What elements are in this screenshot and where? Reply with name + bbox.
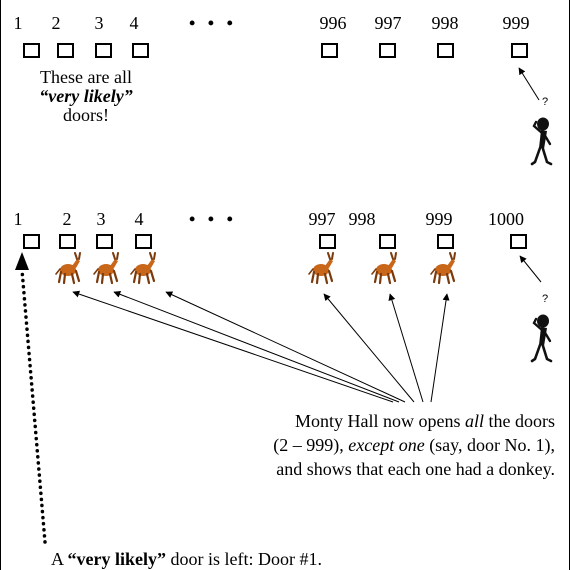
- question-mark-icon: ?: [542, 96, 548, 108]
- arrow-to-donkey-3: [113, 291, 400, 403]
- door-number-998-lower: 998: [348, 209, 376, 229]
- donkey-icon: [54, 251, 82, 285]
- ellipsis-lower: • • •: [189, 209, 237, 229]
- question-mark-icon-lower: ?: [542, 293, 548, 305]
- monty-arrows: [72, 290, 450, 403]
- door-1[interactable]: [23, 43, 40, 58]
- door-number-1000-lower: 1000: [488, 209, 524, 229]
- door-1-lower[interactable]: [23, 234, 40, 249]
- door-number-2: 2: [51, 13, 61, 33]
- arrow-to-door-999: [518, 67, 540, 101]
- door-2[interactable]: [57, 43, 74, 58]
- footer-caption: A “very likely” door is left: Door #1.: [51, 549, 322, 569]
- very-likely-caption: These are all “very likely” doors!: [39, 67, 133, 125]
- arrow-to-donkey-998: [388, 293, 424, 403]
- door-4-lower[interactable]: [135, 234, 152, 249]
- door-number-4-lower: 4: [134, 209, 144, 229]
- door-number-1: 1: [13, 13, 23, 33]
- door-998-lower[interactable]: [379, 234, 396, 249]
- door-number-997: 997: [374, 13, 402, 33]
- monty-explanation: Monty Hall now opens all the doors (2 – …: [273, 411, 555, 479]
- door-996[interactable]: [321, 43, 338, 58]
- door-number-2-lower: 2: [62, 209, 72, 229]
- door-998[interactable]: [437, 43, 454, 58]
- donkey-icon: [429, 251, 457, 285]
- person-icon: [530, 116, 553, 166]
- door-999-lower[interactable]: [437, 234, 454, 249]
- door-997[interactable]: [379, 43, 396, 58]
- donkey-icon: [92, 251, 120, 285]
- arrow-to-donkey-997: [323, 293, 415, 403]
- door-997-lower[interactable]: [319, 234, 336, 249]
- door-3-lower[interactable]: [96, 234, 113, 249]
- arrow-to-door-1000: [519, 255, 542, 283]
- door-1000-lower[interactable]: [510, 234, 527, 249]
- door-3[interactable]: [95, 43, 112, 58]
- door-number-996: 996: [319, 13, 347, 33]
- door-999[interactable]: [511, 43, 528, 58]
- door-2-lower[interactable]: [59, 234, 76, 249]
- donkey-icon: [129, 251, 157, 285]
- donkey-icon: [307, 251, 335, 285]
- dotted-arrow-to-door-1: [20, 268, 47, 544]
- arrow-to-donkey-4: [165, 291, 406, 403]
- door-number-3: 3: [94, 13, 104, 33]
- person-icon-lower: [530, 313, 553, 363]
- door-number-998: 998: [431, 13, 459, 33]
- ellipsis: • • •: [189, 13, 237, 33]
- door-number-999-lower: 999: [425, 209, 453, 229]
- door-number-997-lower: 997: [308, 209, 336, 229]
- dotted-arrow-head: [15, 252, 29, 270]
- door-number-1-lower: 1: [13, 209, 23, 229]
- donkey-icon: [370, 251, 398, 285]
- door-4[interactable]: [132, 43, 149, 58]
- arrow-to-donkey-999: [430, 293, 450, 403]
- donkey-group: [54, 251, 457, 285]
- door-number-4: 4: [129, 13, 139, 33]
- door-number-3-lower: 3: [96, 209, 106, 229]
- door-number-999: 999: [502, 13, 530, 33]
- arrow-to-donkey-2: [72, 290, 394, 403]
